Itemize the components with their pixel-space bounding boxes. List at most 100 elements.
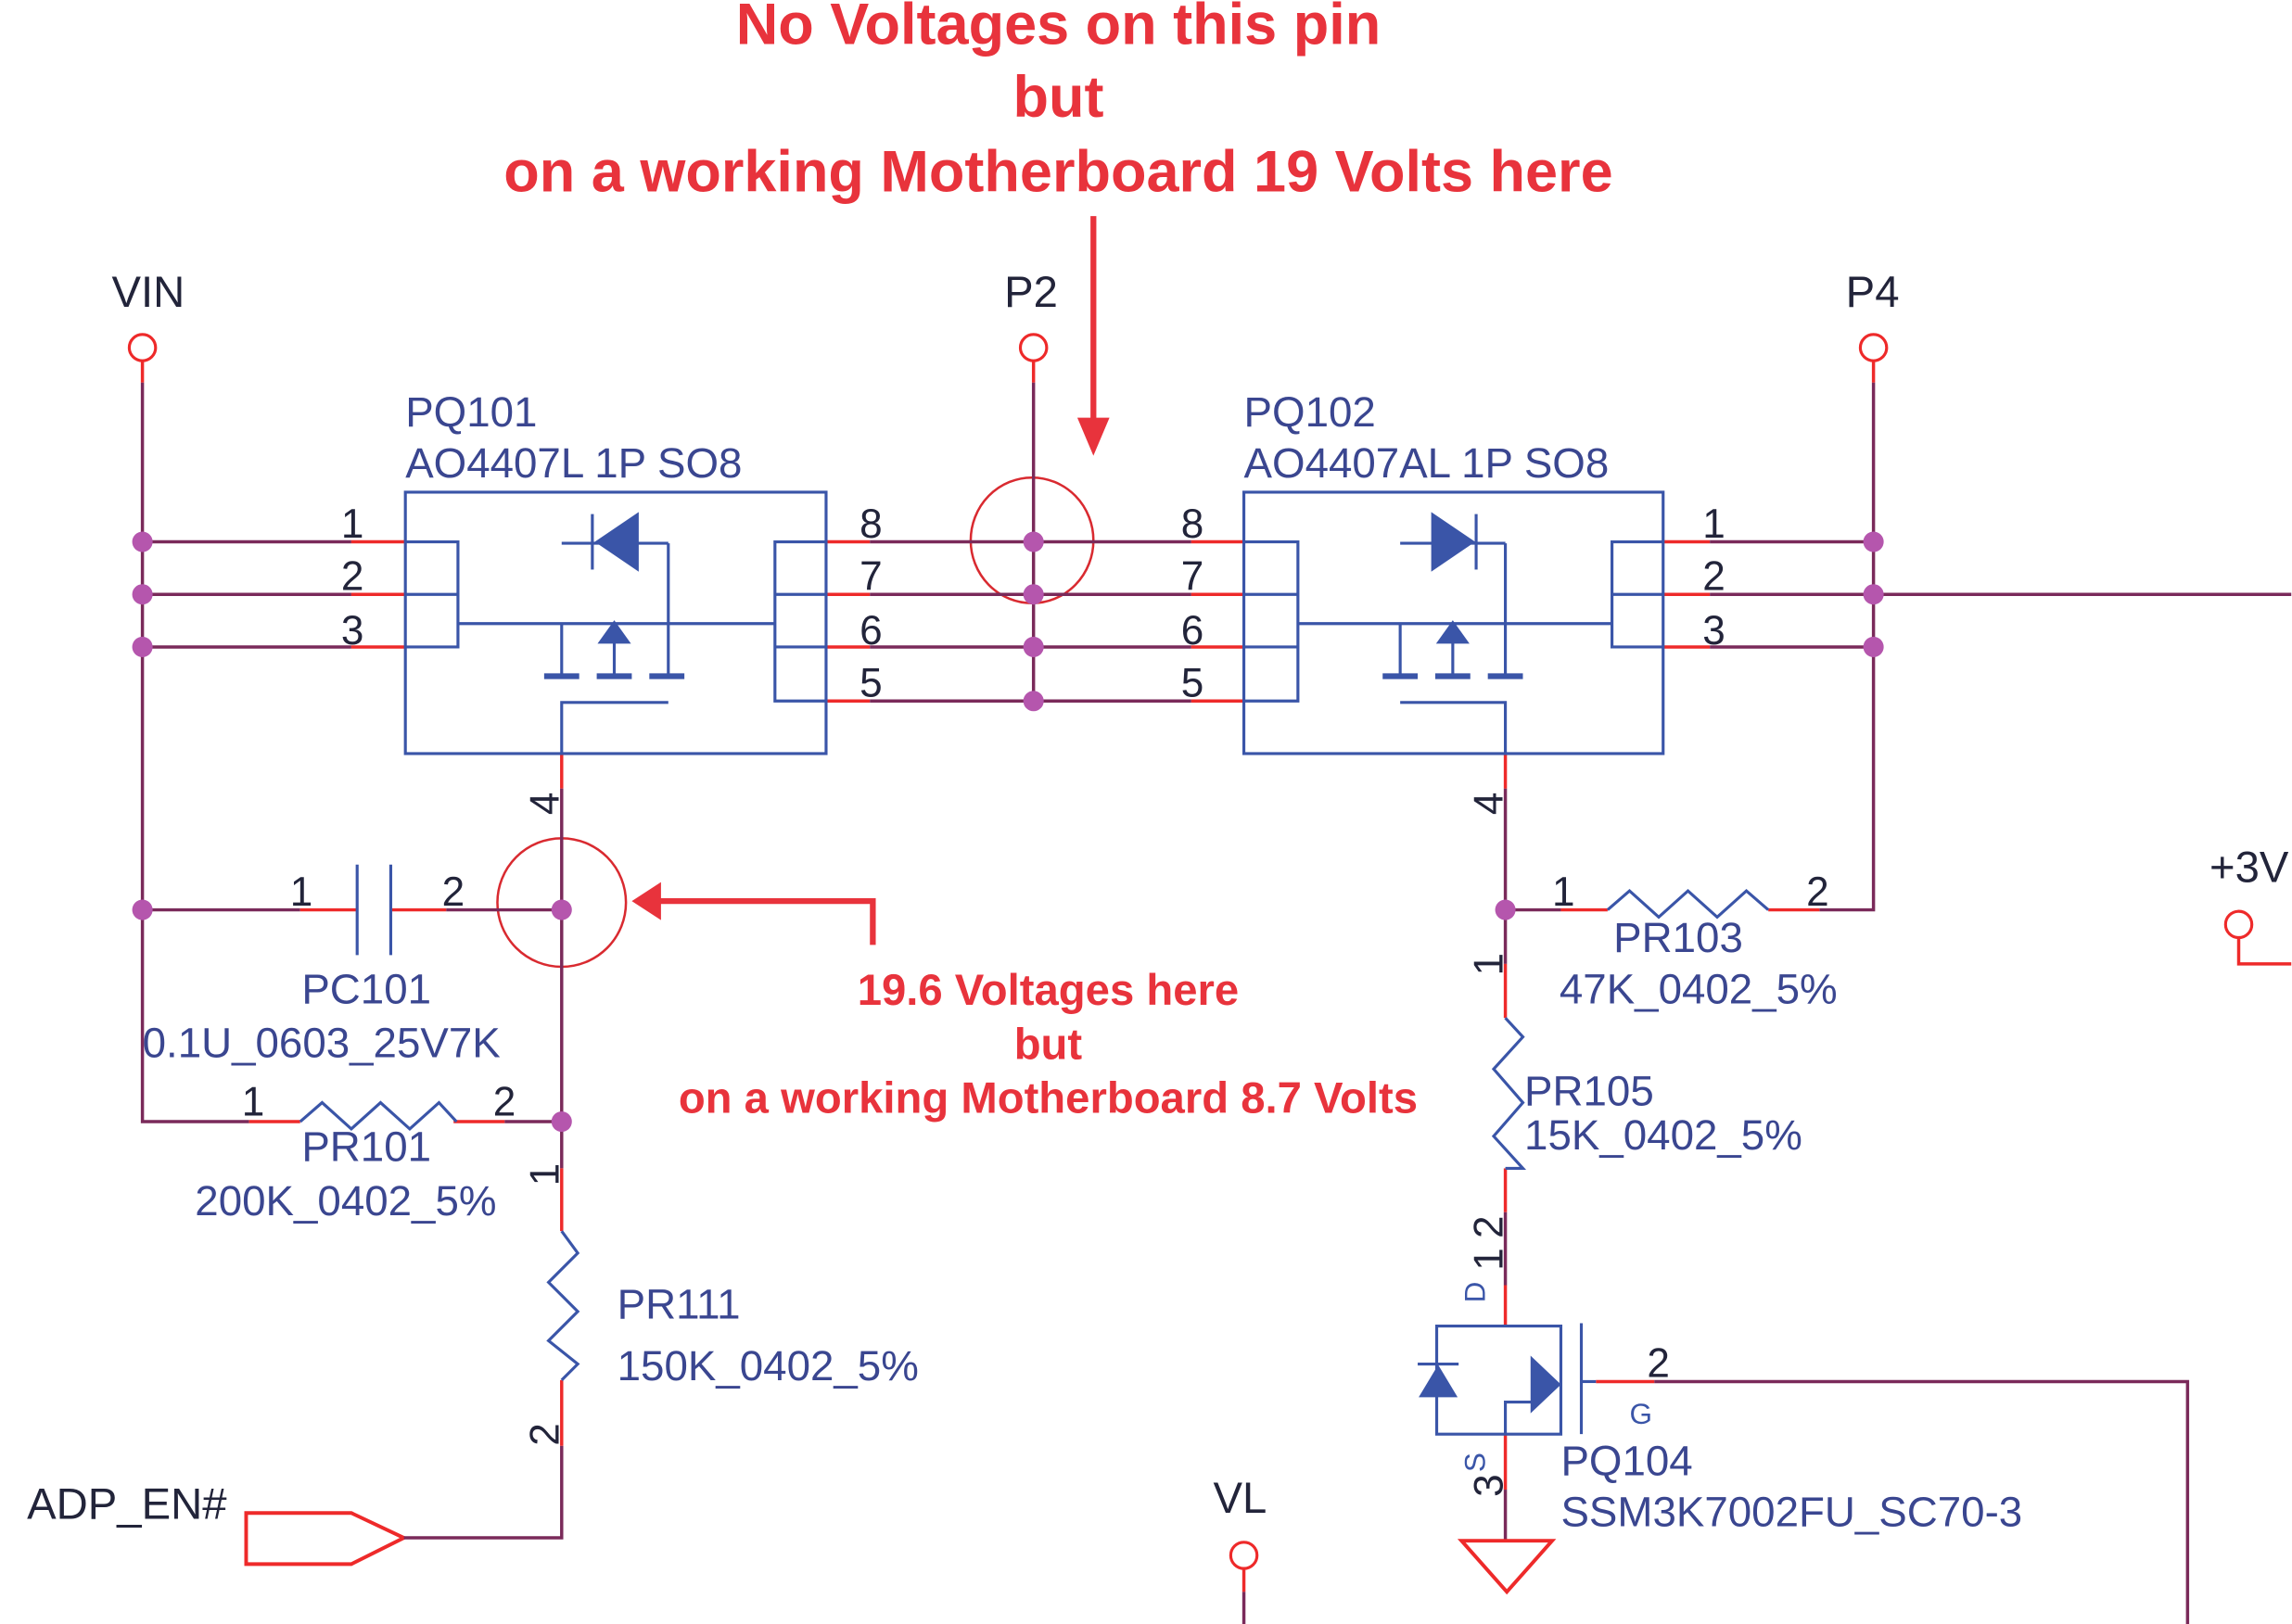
pq102-pin-6: 6 (1181, 608, 1204, 653)
pc101-ref: PC101 (301, 965, 431, 1012)
ground-icon (1457, 1539, 1557, 1595)
net-label-vin: VIN (112, 268, 185, 317)
pq102-pin-4: 4 (1466, 793, 1511, 816)
pq102-value: AO4407AL 1P SO8 (1244, 439, 1610, 487)
top-note-line-1: No Voltages on this pin (736, 0, 1382, 57)
pr105-pin-1: 1 (1466, 953, 1511, 976)
pr103-ref: PR103 (1613, 914, 1743, 961)
fet-arrow-icon (1435, 620, 1470, 644)
middle-note-line-2: but (1014, 1020, 1083, 1069)
pq102-pin-5: 5 (1181, 661, 1204, 706)
body-diode-icon (594, 512, 639, 572)
pr105-ref: PR105 (1524, 1068, 1654, 1115)
net-vin: VIN (112, 268, 185, 362)
port-circle-icon (1018, 333, 1049, 362)
pq102-pin-1: 1 (1702, 501, 1725, 547)
port-circle-icon (1858, 333, 1889, 362)
resistor-zigzag-icon (1606, 888, 1770, 920)
pq104-pin-1: 1 (1466, 1248, 1511, 1271)
pq101-pin-7: 7 (860, 554, 883, 600)
net-label-vl: VL (1213, 1474, 1267, 1523)
component-pq101[interactable]: PQ101 AO4407L 1P SO8 1 2 3 8 7 6 5 4 (341, 388, 883, 815)
net-adp-en: ADP_EN# (27, 1445, 564, 1567)
pq102-pin-8: 8 (1181, 501, 1204, 547)
pq102-ref: PQ102 (1244, 388, 1376, 436)
pr101-pin-1: 1 (242, 1080, 265, 1125)
pr111-pin-2: 2 (523, 1423, 568, 1446)
net-label-plus3v: +3V (2209, 844, 2289, 893)
pq101-ref: PQ101 (405, 388, 537, 436)
pr103-value: 47K_0402_5% (1560, 965, 1838, 1012)
component-pr105[interactable]: 1 2 PR105 15K_0402_5% (1466, 953, 1802, 1238)
pq101-pin-8: 8 (860, 501, 883, 547)
fet-arrow-icon (597, 620, 631, 644)
pr111-value: 150K_0402_5% (618, 1342, 919, 1389)
pq102-pin-7: 7 (1181, 554, 1204, 600)
middle-annotation: 19.6 Voltages here but on a working Moth… (631, 882, 1418, 1123)
net-label-p2: P2 (1004, 268, 1058, 317)
pq104-body (1434, 1325, 1563, 1436)
port-circle-icon (127, 333, 158, 362)
pq101-pin-5: 5 (860, 661, 883, 706)
component-pr103[interactable]: 1 2 PR103 47K_0402_5% (1552, 869, 1838, 1013)
pq101-pin-1: 1 (341, 501, 364, 547)
top-note-line-2: but (1012, 65, 1103, 130)
pq101-pin-4: 4 (523, 793, 568, 816)
top-arrow-head-icon (1076, 417, 1110, 456)
pr101-pin-2: 2 (493, 1080, 516, 1125)
offpage-connector-icon (244, 1511, 409, 1567)
pr101-value: 200K_0402_5% (195, 1177, 496, 1224)
net-plus3v: +3V (2209, 844, 2292, 966)
top-note-line-3: on a working Motherboard 19 Volts here (503, 139, 1612, 204)
pq101-body (403, 490, 828, 755)
body-diode-icon (1419, 1364, 1458, 1398)
pq101-pin-2: 2 (341, 554, 364, 600)
resistor-zigzag-icon (299, 1100, 458, 1132)
pc101-pin-1: 1 (290, 869, 313, 915)
component-pr111[interactable]: 1 2 PR111 150K_0402_5% (523, 1163, 919, 1446)
component-pr101[interactable]: 1 2 PR101 200K_0402_5% (195, 1080, 516, 1224)
pq104-source-label: S (1458, 1453, 1492, 1472)
middle-arrow-head-icon (631, 882, 661, 920)
pq102-body (1242, 490, 1665, 755)
net-label-p4: P4 (1846, 268, 1900, 317)
body-diode-icon (1431, 512, 1476, 572)
middle-note-line-1: 19.6 Voltages here (858, 966, 1239, 1015)
pq104-drain-label: D (1458, 1282, 1492, 1303)
pq101-value: AO4407L 1P SO8 (405, 439, 742, 487)
pr103-pin-1: 1 (1552, 869, 1575, 915)
pr111-ref: PR111 (618, 1281, 741, 1328)
pq101-pin-3: 3 (341, 608, 364, 653)
fet-arrow-icon (1530, 1355, 1561, 1414)
pq102-pin-2: 2 (1702, 554, 1725, 600)
pq104-ref: PQ104 (1560, 1437, 1692, 1484)
resistor-zigzag-icon (546, 1230, 580, 1381)
resistor-zigzag-icon (1491, 1017, 1527, 1171)
pc101-pin-2: 2 (442, 869, 465, 915)
net-p2: P2 (1004, 268, 1058, 362)
pq104-value: SSM3K7002FU_SC70-3 (1560, 1488, 2022, 1535)
middle-note-line-3: on a working Motherboard 8.7 Volts (679, 1074, 1418, 1123)
pq102-pin-3: 3 (1702, 608, 1725, 653)
pq101-pin-6: 6 (860, 608, 883, 653)
middle-arrow-shaft (655, 897, 876, 945)
port-circle-icon (1229, 1541, 1259, 1570)
pq104-gate-label: G (1630, 1397, 1653, 1430)
component-pc101[interactable]: 1 2 PC101 0.1U_0603_25V7K (143, 864, 501, 1067)
net-p4: P4 (1846, 268, 1900, 362)
pq104-pin-3: 3 (1466, 1474, 1511, 1497)
pr101-ref: PR101 (301, 1123, 431, 1171)
pc101-value: 0.1U_0603_25V7K (143, 1020, 501, 1067)
pq104-pin-2: 2 (1647, 1341, 1670, 1387)
port-circle-icon (2223, 909, 2254, 940)
component-pq104[interactable]: 1 2 3 D G S PQ104 SSM3K7002FU_SC70-3 (1418, 1248, 2022, 1535)
pr111-pin-1: 1 (523, 1163, 568, 1186)
component-pq102[interactable]: PQ102 AO4407AL 1P SO8 8 7 6 5 1 2 3 4 (1181, 388, 1725, 815)
pr105-pin-2: 2 (1466, 1216, 1511, 1239)
net-label-adp-en: ADP_EN# (27, 1480, 227, 1529)
pr105-value: 15K_0402_5% (1524, 1111, 1802, 1159)
pr103-pin-2: 2 (1806, 869, 1829, 915)
junctions (132, 531, 1884, 1133)
net-vl: VL (1213, 1474, 1267, 1624)
